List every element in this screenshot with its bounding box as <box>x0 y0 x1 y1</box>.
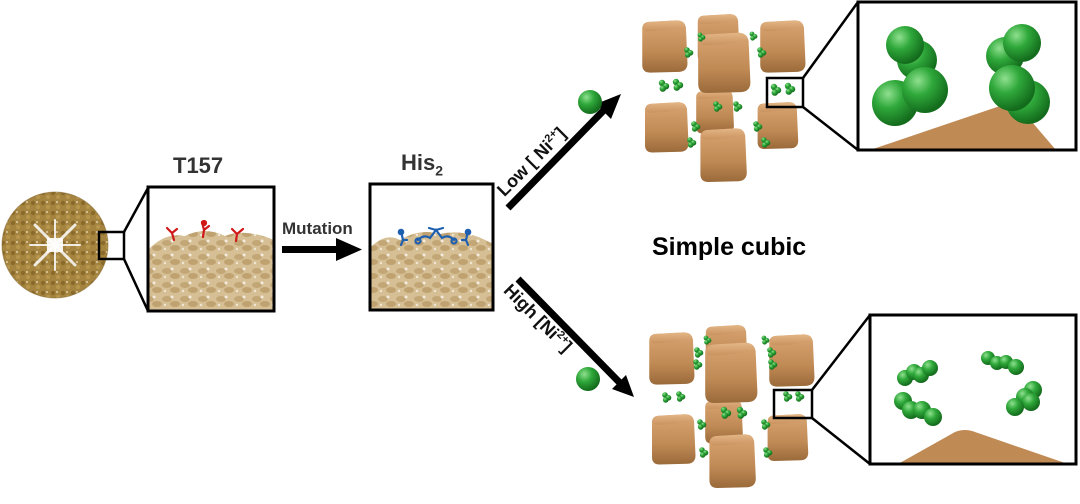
zoom-line-bottom <box>122 258 150 312</box>
wildtype-text: T157 <box>173 153 224 178</box>
his2-residues <box>397 226 472 247</box>
lattice-low-ni <box>642 1 860 182</box>
nickel-ion-icon <box>576 367 600 391</box>
lattice-high-ni <box>649 314 871 488</box>
wildtype-label: T157 <box>173 153 223 179</box>
high-ni-arrow <box>515 276 634 397</box>
nickel-chain <box>894 392 942 426</box>
low-ni-arrow <box>505 90 621 211</box>
nickel-chain <box>981 351 1024 375</box>
nickel-chain <box>1006 381 1042 416</box>
nickel-chain <box>897 360 938 386</box>
t157-panel <box>146 185 276 313</box>
lattice-zoom-box <box>765 76 805 109</box>
ferritin-zoom-box <box>97 230 126 261</box>
lattice-label: Simple cubic <box>652 233 806 262</box>
mutation-label: Mutation <box>282 219 353 239</box>
mutation-arrow <box>282 238 362 261</box>
t157-residues <box>165 219 245 243</box>
ferritin-cage <box>1 191 109 299</box>
his2-panel <box>368 182 495 312</box>
mutation-text: Mutation <box>282 219 353 238</box>
inset-high-ni <box>868 313 1078 466</box>
lattice-zoom-box <box>772 388 814 420</box>
mutant-label: His2 <box>401 150 443 178</box>
inset-low-ni <box>856 0 1078 152</box>
nickel-ion-icon <box>578 90 602 114</box>
mutant-base-text: His <box>401 150 436 175</box>
mutant-subscript: 2 <box>435 162 444 179</box>
lattice-text: Simple cubic <box>652 233 807 261</box>
zoom-line-top <box>122 187 150 233</box>
